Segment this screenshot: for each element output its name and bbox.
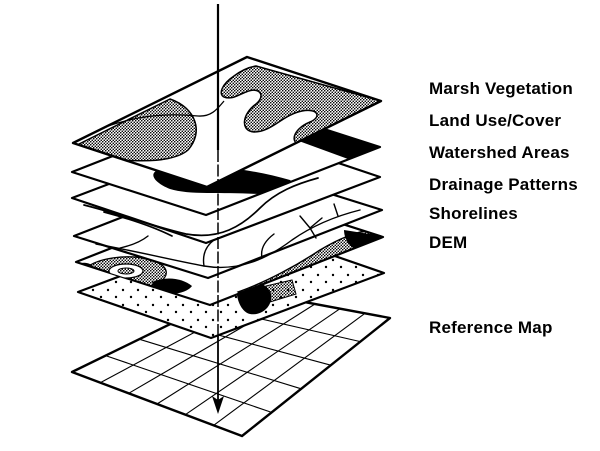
grid-line: [105, 355, 272, 413]
label-watershed-areas: Watershed Areas: [429, 143, 570, 162]
watershed-boundary-line: [83, 177, 319, 237]
watershed-boundary-line: [103, 211, 173, 237]
label-reference-map: Reference Map: [429, 318, 553, 337]
dem-halftone-patch: [265, 279, 297, 303]
grid-line: [213, 312, 366, 426]
grid-line: [156, 303, 316, 405]
arrowhead-down-icon: [212, 396, 224, 414]
drainage-branch-node: [299, 215, 323, 239]
drainage-branch: [260, 233, 275, 259]
shoreline-black-blob-right: [344, 230, 382, 249]
drainage-main-stream: [95, 209, 361, 269]
layer-marsh-vegetation: [71, 55, 383, 189]
label-marsh-vegetation: Marsh Vegetation: [429, 79, 573, 98]
drainage-branch: [333, 203, 339, 217]
registration-arrow: [212, 4, 224, 414]
drainage-branch: [119, 235, 149, 249]
grid-line: [139, 338, 302, 390]
shoreline-contour-core: [117, 267, 135, 275]
label-land-use-cover: Land Use/Cover: [429, 111, 562, 130]
label-dem: DEM: [429, 233, 468, 252]
marsh-patch-left: [74, 98, 197, 162]
label-shorelines: Shorelines: [429, 204, 518, 223]
label-drainage-patterns: Drainage Patterns: [429, 175, 578, 194]
grid-line: [184, 308, 341, 416]
